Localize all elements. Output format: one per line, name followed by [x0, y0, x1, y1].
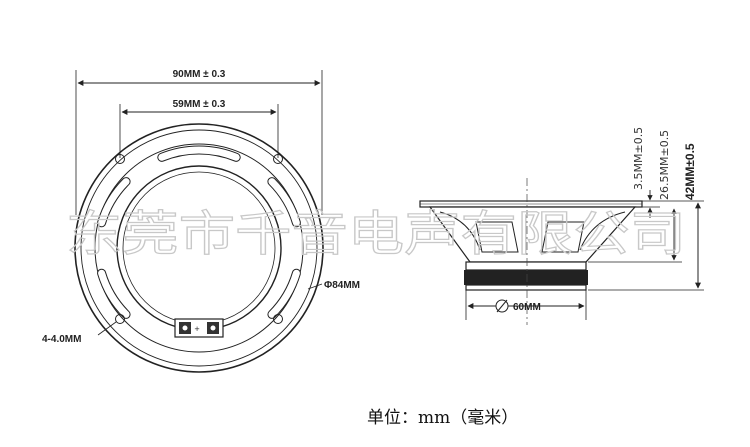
height-a-label: 3.5MM±0.5: [632, 127, 645, 190]
magnet: [464, 270, 588, 285]
height-total-label: 42MM±0.5: [683, 143, 697, 200]
magnet-diameter-label: 60MM: [513, 302, 541, 313]
company-watermark: 东莞市千音电声有限公司: [66, 206, 686, 262]
frame-outer-ring: [74, 123, 324, 373]
frame-slots: [97, 145, 301, 319]
unit-note: 单位：mm（毫米）: [367, 408, 518, 428]
mount-holes-label: 4-4.0MM: [42, 334, 81, 345]
mount-holes: [115, 154, 283, 324]
outer-diameter-label: Φ84MM: [324, 280, 360, 291]
front-view: 90MM ± 0.3 59MM ± 0.3: [42, 69, 360, 373]
outer-width-label: 90MM ± 0.3: [173, 69, 226, 80]
svg-text:+: +: [194, 325, 200, 333]
height-b-label: 26.5MM±0.5: [658, 130, 671, 200]
side-view: 60MM 3.5MM±0.5 26.5MM±0.5 42MM±0.5: [419, 127, 704, 325]
hole-spacing-label: 59MM ± 0.3: [173, 99, 226, 110]
terminal-block: +: [174, 318, 224, 338]
